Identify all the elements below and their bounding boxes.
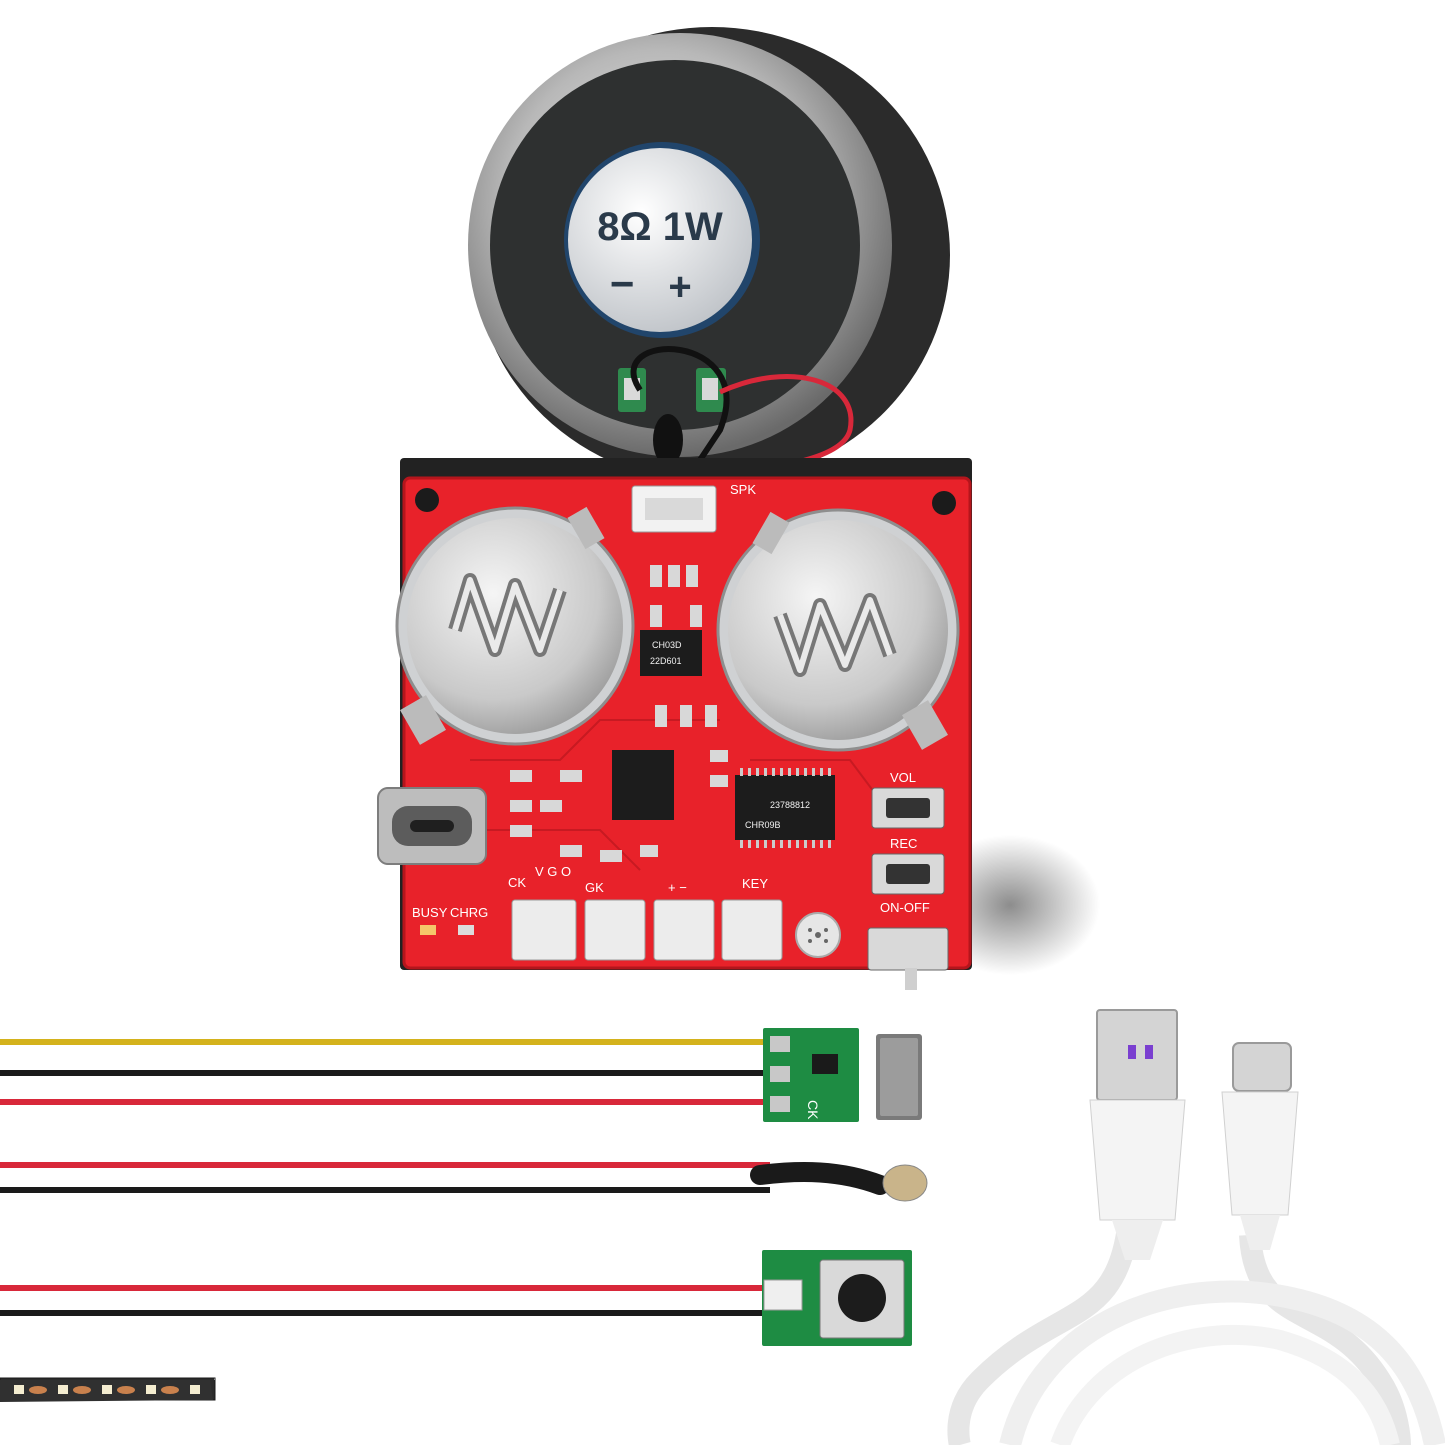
gk-label: GK <box>585 880 604 895</box>
battery-right <box>716 508 960 752</box>
usb-cable <box>947 1009 1445 1445</box>
rec-button <box>871 853 945 895</box>
jst-connectors <box>511 899 783 961</box>
flash-chip <box>612 750 674 820</box>
sensor-board-label: CK <box>805 1100 821 1120</box>
usb-c-plug <box>1232 1042 1292 1092</box>
amp-chip-code: 22D601 <box>650 656 682 666</box>
speaker-plus-label: + <box>668 265 691 309</box>
amp-chip-label: CH03D <box>652 640 682 650</box>
button-wire-set <box>0 1250 912 1346</box>
ldr-label: + − <box>668 880 687 895</box>
speaker-black-wire <box>630 346 730 477</box>
spk-label: SPK <box>730 482 756 497</box>
push-button <box>838 1274 886 1322</box>
battery-left <box>395 506 635 746</box>
vol-label: VOL <box>890 770 916 785</box>
ck-label: CK <box>508 875 526 890</box>
main-chip-code: 23788812 <box>770 800 810 810</box>
speaker-rating-label: 8Ω 1W <box>597 205 723 249</box>
vol-button <box>871 787 945 829</box>
main-chip <box>735 768 835 848</box>
ldr-wire-set <box>0 1162 928 1202</box>
speaker: 8Ω 1W − + <box>468 27 950 483</box>
rec-label: REC <box>890 836 917 851</box>
usb-a-plug <box>1096 1009 1178 1101</box>
led-strip-full <box>0 1380 213 1402</box>
smd-components-misc <box>510 750 728 862</box>
speaker-minus-label: − <box>610 260 635 307</box>
key-label: KEY <box>742 876 768 891</box>
light-sensor <box>882 1164 928 1202</box>
main-pcb: SPK CH03D 22D601 <box>377 458 972 990</box>
onoff-label: ON-OFF <box>880 900 930 915</box>
main-chip-label: CHR09B <box>745 820 781 830</box>
usb-c-port <box>377 787 487 865</box>
amp-chip <box>640 630 702 676</box>
smd-components-top <box>650 565 717 727</box>
power-switch <box>867 927 949 990</box>
sensor-wire-set: CK <box>0 1028 922 1122</box>
chrg-label: CHRG <box>450 905 488 920</box>
busy-label: BUSY <box>412 905 448 920</box>
vgo-label: V G O <box>535 864 571 879</box>
